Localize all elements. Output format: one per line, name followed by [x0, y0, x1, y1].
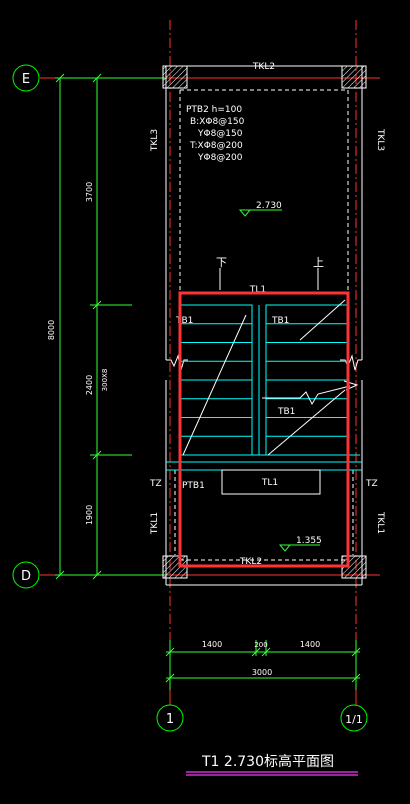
- tz-label-left: TZ: [149, 479, 162, 489]
- slab-name: PTB2 h=100: [186, 105, 242, 115]
- tb1-label-mid: TB1: [277, 407, 295, 417]
- stair-down-label: 下: [216, 256, 227, 269]
- dim-2400: 2400: [85, 375, 94, 395]
- dim-3700: 3700: [85, 182, 94, 202]
- tz-label-right: TZ: [365, 479, 378, 489]
- dim-1400-right: 1400: [300, 640, 320, 649]
- dim-total-8000: 8000: [47, 320, 56, 340]
- stair-up-label: 上: [313, 256, 324, 269]
- slab-top-y: YΦ8@200: [197, 153, 243, 163]
- beam-label-left-lower: TKL1: [150, 512, 160, 535]
- vertical-dimensions: [55, 73, 165, 580]
- axis-bubble-1-1: 1/1: [340, 704, 368, 732]
- beam-label-landing: TL1: [249, 285, 266, 295]
- axis-bubble-E: E: [12, 64, 40, 92]
- dim-1900: 1900: [85, 505, 94, 525]
- axis-bubble-D: D: [12, 561, 40, 589]
- stair-stringers: [166, 304, 362, 471]
- slab-top-x: T:XΦ8@200: [189, 141, 243, 151]
- dim-200: 200: [254, 641, 267, 649]
- axis-label-D: D: [21, 569, 31, 584]
- tb1-label-left: TB1: [175, 316, 193, 326]
- drawing-title: T1 2.730标高平面图: [201, 753, 334, 770]
- dim-3000: 3000: [252, 668, 272, 677]
- axis-label-1: 1: [166, 712, 174, 727]
- beam-label-left-upper: TKL3: [150, 129, 160, 152]
- axis-label-E: E: [22, 72, 30, 87]
- axis-label-1-1: 1/1: [345, 713, 363, 726]
- horizontal-dimensions: [165, 640, 361, 690]
- beam-label-bottom: TKL2: [239, 557, 262, 567]
- ptb1-label: PTB1: [182, 481, 205, 491]
- slab-bottom-x: B:XΦ8@150: [190, 117, 245, 127]
- dim-1400-left: 1400: [202, 640, 222, 649]
- slab-bottom-y: YΦ8@150: [197, 129, 243, 139]
- middle-beam-box: [221, 469, 321, 495]
- elevation-marker-top: 2.730: [238, 201, 282, 217]
- beam-label-right-upper: TKL3: [375, 128, 385, 151]
- wall-outline: [165, 65, 363, 586]
- direction-arrows: [219, 268, 319, 290]
- beam-label-middle: TL1: [261, 478, 278, 488]
- highlight-box: [178, 291, 350, 568]
- slab-annotation: PTB2 h=100 B:XΦ8@150 YΦ8@150 T:XΦ8@200 Y…: [186, 105, 245, 163]
- stair-flight-right: [266, 323, 348, 437]
- dim-300x8: 300X8: [101, 369, 109, 392]
- column-top-right: [341, 65, 367, 89]
- elevation-top-text: 2.730: [256, 201, 282, 211]
- column-top-left: [162, 65, 188, 89]
- beam-label-top: TKL2: [252, 62, 275, 72]
- beam-label-right-lower: TKL1: [375, 511, 385, 534]
- beam-dashed-lines: [174, 89, 354, 561]
- axis-bubble-1: 1: [156, 704, 184, 732]
- flight-slope-lines: [182, 299, 359, 456]
- stair-flight-left: [180, 323, 252, 437]
- tb1-label-right: TB1: [271, 316, 289, 326]
- elevation-bottom-text: 1.355: [296, 536, 322, 546]
- elevation-marker-bottom: 1.355: [278, 536, 322, 552]
